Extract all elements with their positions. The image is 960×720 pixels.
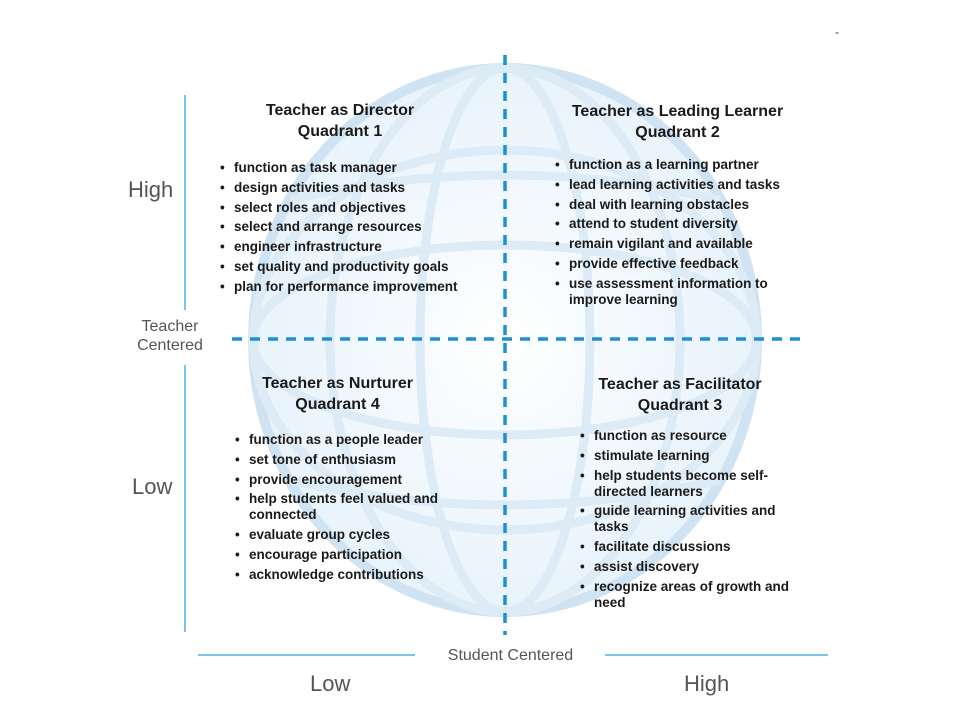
list-item: function as a learning partner bbox=[555, 157, 810, 173]
list-item: assist discovery bbox=[580, 559, 805, 575]
quadrant-1-list: function as task manager design activiti… bbox=[220, 160, 485, 295]
quadrant-4-title-line1: Teacher as Nurturer bbox=[262, 375, 413, 392]
list-item: encourage participation bbox=[235, 547, 485, 563]
quadrant-2-title-line1: Teacher as Leading Learner bbox=[571, 103, 784, 120]
list-item: help students become self-directed learn… bbox=[580, 468, 769, 500]
y-axis-title: Teacher Centered bbox=[122, 317, 218, 355]
quadrant-2: Teacher as Leading Learner Quadrant 2 fu… bbox=[555, 101, 810, 312]
list-item: facilitate discussions bbox=[580, 539, 805, 555]
quadrant-2-title-line2: Quadrant 2 bbox=[635, 124, 720, 141]
quadrant-3-title-line2: Quadrant 3 bbox=[637, 397, 723, 414]
list-item: help students feel valued and connected bbox=[235, 491, 444, 523]
y-axis-title-line1: Teacher bbox=[141, 318, 199, 335]
list-item: plan for performance improvement bbox=[220, 279, 485, 295]
list-item: select roles and objectives bbox=[220, 200, 485, 216]
quadrant-3-title-line1: Teacher as Facilitator bbox=[598, 376, 762, 393]
quadrant-1-title-line1: Teacher as Director bbox=[265, 102, 415, 119]
list-item: lead learning activities and tasks bbox=[555, 177, 810, 193]
list-item: engineer infrastructure bbox=[220, 239, 485, 255]
quadrant-4-list: function as a people leader set tone of … bbox=[235, 432, 485, 583]
list-item: evaluate group cycles bbox=[235, 527, 485, 543]
list-item: set tone of enthusiasm bbox=[235, 452, 485, 468]
quadrant-1-title-line2: Quadrant 1 bbox=[297, 123, 383, 140]
x-axis-title: Student Centered bbox=[447, 647, 574, 664]
quadrant-1: Teacher as Director Quadrant 1 function … bbox=[220, 100, 485, 299]
list-item: provide effective feedback bbox=[555, 256, 810, 272]
list-item: set quality and productivity goals bbox=[220, 259, 485, 275]
list-item: attend to student diversity bbox=[555, 216, 810, 232]
list-item: select and arrange resources bbox=[220, 219, 485, 235]
quadrant-1-title: Teacher as Director Quadrant 1 bbox=[220, 100, 460, 142]
list-item: acknowledge contributions bbox=[235, 567, 485, 583]
list-item: recognize areas of growth and need bbox=[580, 579, 794, 611]
list-item: use assessment information to improve le… bbox=[555, 276, 789, 308]
corner-mark: - bbox=[835, 25, 839, 39]
quadrant-3-list: function as resource stimulate learning … bbox=[580, 428, 805, 611]
quadrant-4-title-line2: Quadrant 4 bbox=[295, 396, 380, 413]
quadrant-4-title: Teacher as Nurturer Quadrant 4 bbox=[235, 373, 440, 415]
quadrant-4: Teacher as Nurturer Quadrant 4 function … bbox=[235, 373, 485, 587]
list-item: provide encouragement bbox=[235, 472, 485, 488]
quadrant-2-title: Teacher as Leading Learner Quadrant 2 bbox=[555, 101, 800, 143]
y-axis-title-line2: Centered bbox=[137, 337, 203, 354]
list-item: design activities and tasks bbox=[220, 180, 485, 196]
list-item: deal with learning obstacles bbox=[555, 197, 810, 213]
x-axis-low-label: Low bbox=[310, 671, 351, 696]
x-axis-high-label: High bbox=[684, 671, 730, 696]
list-item: guide learning activities and tasks bbox=[580, 503, 779, 535]
y-axis-high-label: High bbox=[128, 177, 174, 202]
list-item: remain vigilant and available bbox=[555, 236, 810, 252]
list-item: stimulate learning bbox=[580, 448, 805, 464]
y-axis-low-label: Low bbox=[132, 474, 173, 499]
list-item: function as resource bbox=[580, 428, 805, 444]
list-item: function as a people leader bbox=[235, 432, 485, 448]
quadrant-3-title: Teacher as Facilitator Quadrant 3 bbox=[580, 374, 780, 416]
list-item: function as task manager bbox=[220, 160, 485, 176]
quadrant-3: Teacher as Facilitator Quadrant 3 functi… bbox=[580, 374, 805, 615]
quadrant-2-list: function as a learning partner lead lear… bbox=[555, 157, 810, 308]
